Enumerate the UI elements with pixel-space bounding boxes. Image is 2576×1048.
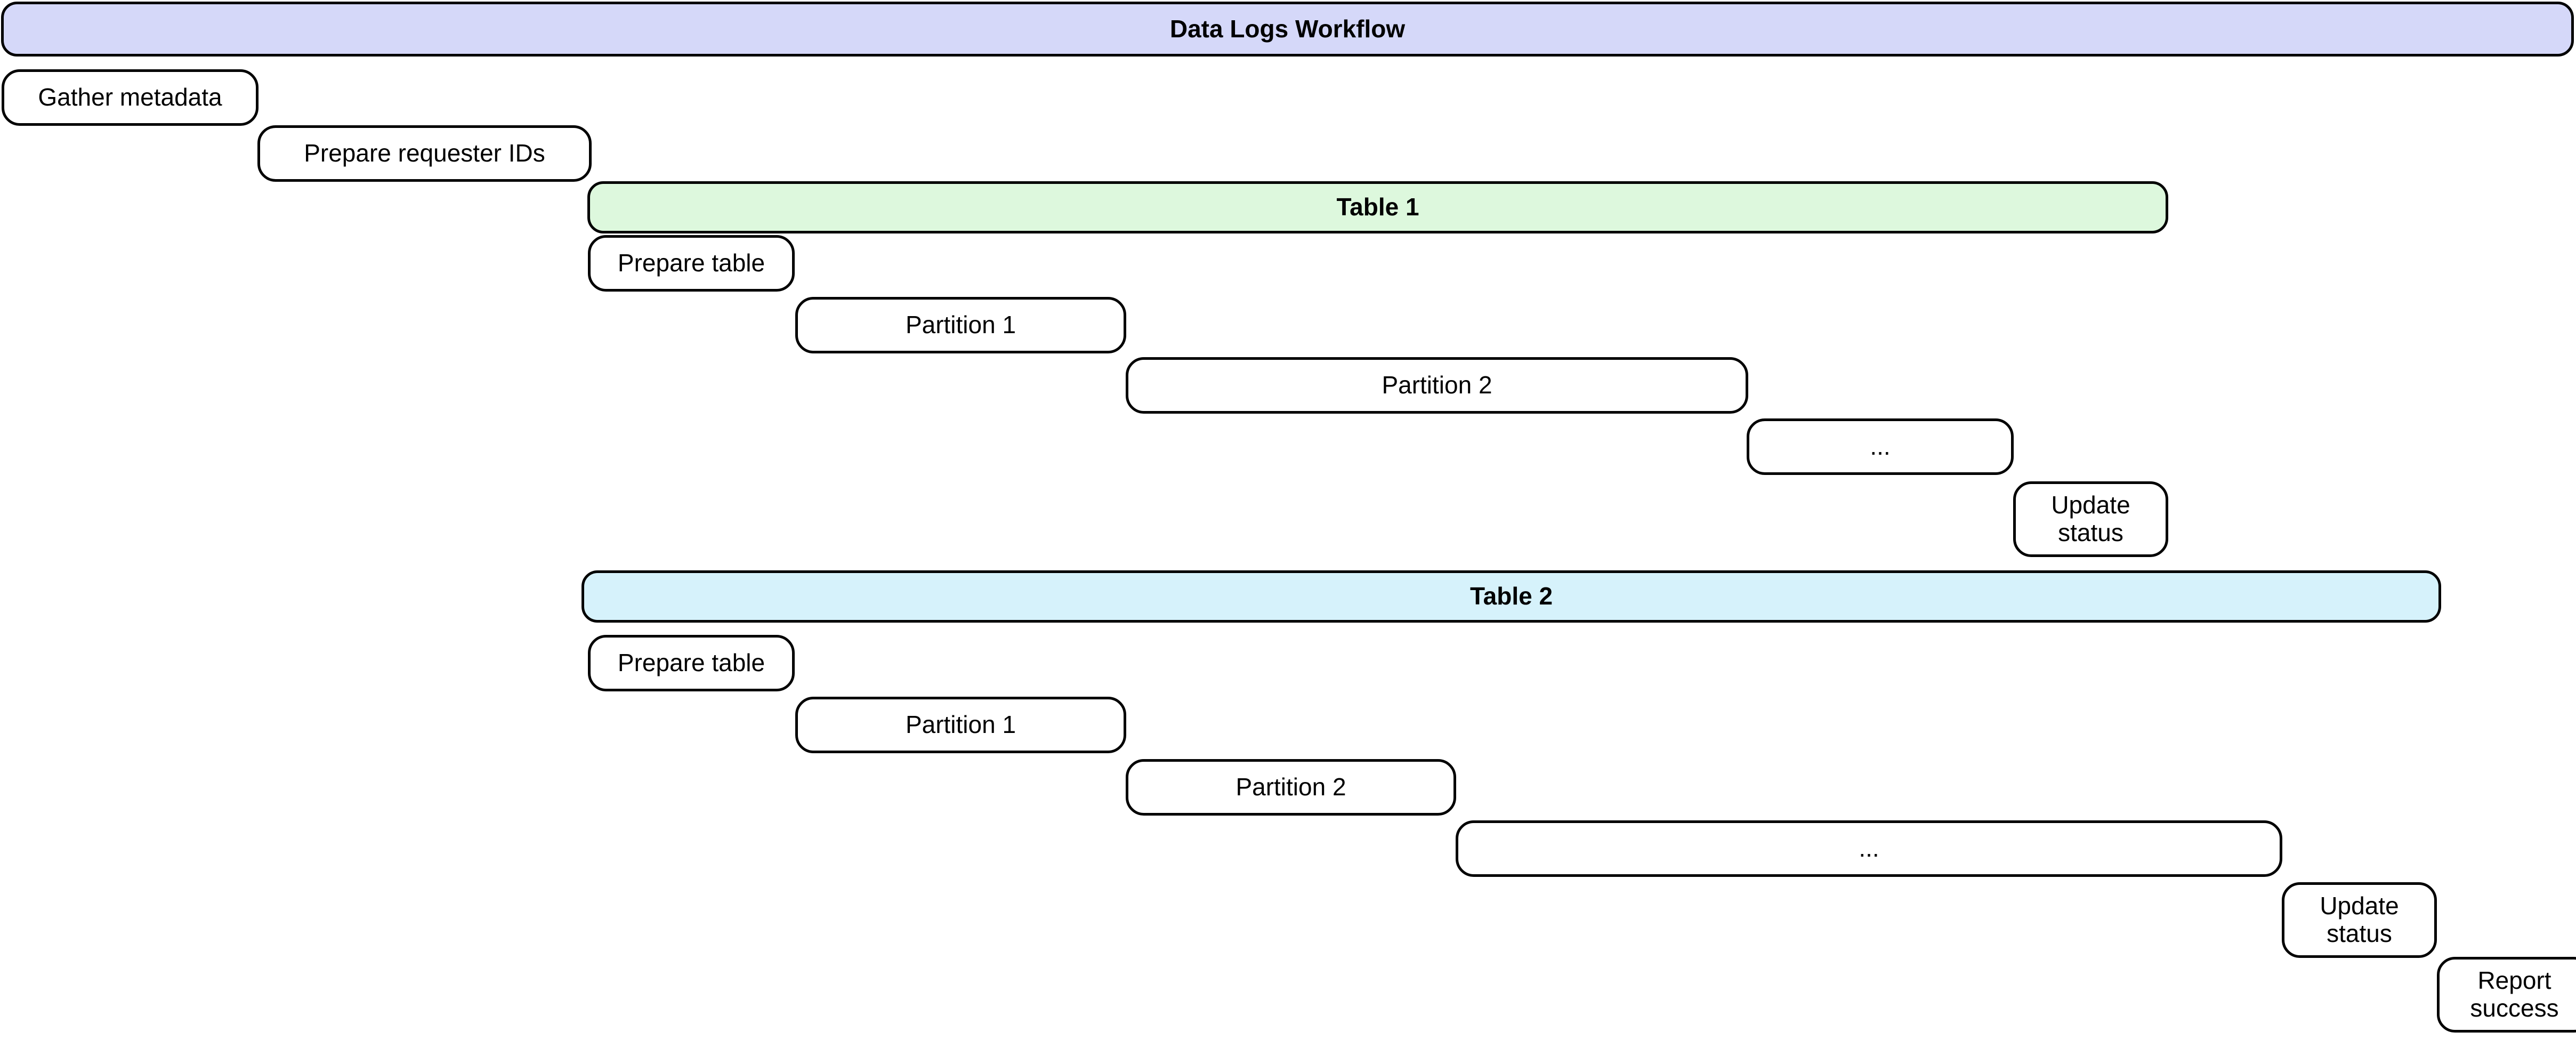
task-node-table2_partition_1[interactable]: Partition 1: [795, 697, 1126, 753]
task-node-table1_update_status[interactable]: Update status: [2013, 481, 2168, 557]
task-node-table1_prepare_table[interactable]: Prepare table: [588, 235, 795, 292]
table1_ellipsis-label: ...: [1870, 432, 1891, 461]
task-node-table2_ellipsis[interactable]: ...: [1456, 820, 2282, 877]
workflow-title-label: Data Logs Workflow: [1169, 14, 1406, 43]
task-node-gather_metadata[interactable]: Gather metadata: [2, 69, 259, 126]
task-node-report_success[interactable]: Report success: [2437, 957, 2576, 1033]
task-node-table2_partition_2[interactable]: Partition 2: [1126, 759, 1456, 816]
prepare_requester_ids-label: Prepare requester IDs: [304, 139, 545, 167]
group-bar-table2_group[interactable]: Table 2: [582, 570, 2441, 623]
table2_partition_2-label: Partition 2: [1235, 773, 1346, 801]
group-bar-table1_group[interactable]: Table 1: [587, 181, 2168, 233]
table1_update_status-label: Update status: [2051, 491, 2130, 546]
workflow-title-bar: Data Logs Workflow: [1, 2, 2574, 57]
table1_partition_1-label: Partition 1: [905, 311, 1016, 339]
task-node-prepare_requester_ids[interactable]: Prepare requester IDs: [257, 125, 592, 182]
table2_ellipsis-label: ...: [1859, 834, 1879, 862]
task-node-table2_prepare_table[interactable]: Prepare table: [588, 635, 795, 691]
task-node-table2_update_status[interactable]: Update status: [2282, 882, 2437, 958]
table1_group-label: Table 1: [1336, 193, 1419, 221]
table2_prepare_table-label: Prepare table: [617, 649, 765, 677]
task-node-table1_partition_2[interactable]: Partition 2: [1126, 357, 1748, 414]
gather_metadata-label: Gather metadata: [38, 83, 222, 111]
table2_group-label: Table 2: [1469, 582, 1553, 610]
task-node-table1_partition_1[interactable]: Partition 1: [795, 297, 1126, 353]
table2_partition_1-label: Partition 1: [905, 711, 1016, 739]
report_success-label: Report success: [2470, 966, 2559, 1022]
table2_update_status-label: Update status: [2320, 892, 2399, 947]
task-node-table1_ellipsis[interactable]: ...: [1747, 418, 2014, 475]
table1_prepare_table-label: Prepare table: [617, 249, 765, 277]
table1_partition_2-label: Partition 2: [1382, 371, 1492, 399]
